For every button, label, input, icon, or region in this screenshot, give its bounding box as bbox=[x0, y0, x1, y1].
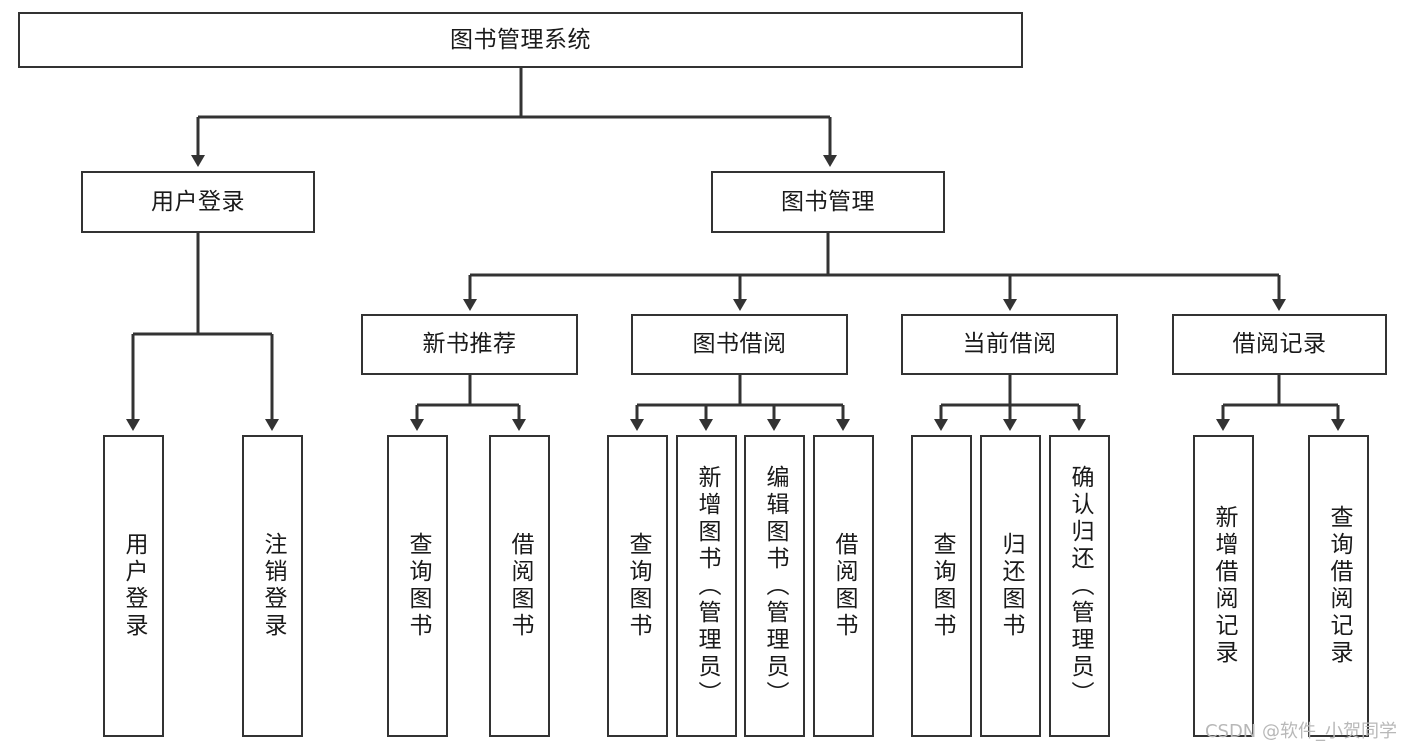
leaf-confirm-return-admin[interactable]: 确认归还（管理员） bbox=[1049, 435, 1110, 737]
leaf-query-book-borrow[interactable]: 查询图书 bbox=[607, 435, 668, 737]
node-user-login[interactable]: 用户登录 bbox=[81, 171, 315, 233]
node-new-book-recommendation[interactable]: 新书推荐 bbox=[361, 314, 578, 375]
leaf-query-borrow-record[interactable]: 查询借阅记录 bbox=[1308, 435, 1369, 737]
leaf-label: 借阅图书 bbox=[831, 532, 857, 640]
leaf-user-login[interactable]: 用户登录 bbox=[103, 435, 164, 737]
leaf-label: 用户登录 bbox=[121, 532, 147, 640]
leaf-label: 归还图书 bbox=[998, 532, 1024, 640]
node-borrow-record[interactable]: 借阅记录 bbox=[1172, 314, 1387, 375]
node-label: 当前借阅 bbox=[962, 331, 1057, 358]
leaf-label: 确认归还（管理员） bbox=[1067, 464, 1093, 708]
node-label: 图书管理系统 bbox=[450, 26, 591, 53]
leaf-borrow-book-recommend[interactable]: 借阅图书 bbox=[489, 435, 550, 737]
watermark: CSDN @软件_小贺同学 bbox=[1204, 721, 1397, 742]
leaf-query-book-current[interactable]: 查询图书 bbox=[911, 435, 972, 737]
leaf-add-book-admin[interactable]: 新增图书（管理员） bbox=[676, 435, 737, 737]
leaf-return-book[interactable]: 归还图书 bbox=[980, 435, 1041, 737]
leaf-logout[interactable]: 注销登录 bbox=[242, 435, 303, 737]
leaf-add-borrow-record[interactable]: 新增借阅记录 bbox=[1193, 435, 1254, 737]
node-label: 图书借阅 bbox=[692, 331, 787, 358]
leaf-label: 新增图书（管理员） bbox=[694, 464, 720, 708]
leaf-label: 借阅图书 bbox=[507, 532, 533, 640]
node-label: 用户登录 bbox=[151, 188, 245, 215]
node-label: 图书管理 bbox=[781, 188, 875, 215]
leaf-borrow-book[interactable]: 借阅图书 bbox=[813, 435, 874, 737]
node-current-borrow[interactable]: 当前借阅 bbox=[901, 314, 1118, 375]
leaf-label: 查询借阅记录 bbox=[1326, 505, 1352, 667]
node-label: 借阅记录 bbox=[1232, 331, 1327, 358]
leaf-label: 新增借阅记录 bbox=[1211, 505, 1237, 667]
leaf-label: 查询图书 bbox=[625, 532, 651, 640]
node-book-management[interactable]: 图书管理 bbox=[711, 171, 945, 233]
leaf-label: 编辑图书（管理员） bbox=[762, 464, 788, 708]
leaf-edit-book-admin[interactable]: 编辑图书（管理员） bbox=[744, 435, 805, 737]
leaf-label: 查询图书 bbox=[929, 532, 955, 640]
leaf-label: 查询图书 bbox=[405, 532, 431, 640]
node-book-borrow[interactable]: 图书借阅 bbox=[631, 314, 848, 375]
node-label: 新书推荐 bbox=[422, 331, 517, 358]
node-root-book-management-system[interactable]: 图书管理系统 bbox=[18, 12, 1023, 68]
leaf-label: 注销登录 bbox=[260, 532, 286, 640]
leaf-query-book-recommend[interactable]: 查询图书 bbox=[387, 435, 448, 737]
